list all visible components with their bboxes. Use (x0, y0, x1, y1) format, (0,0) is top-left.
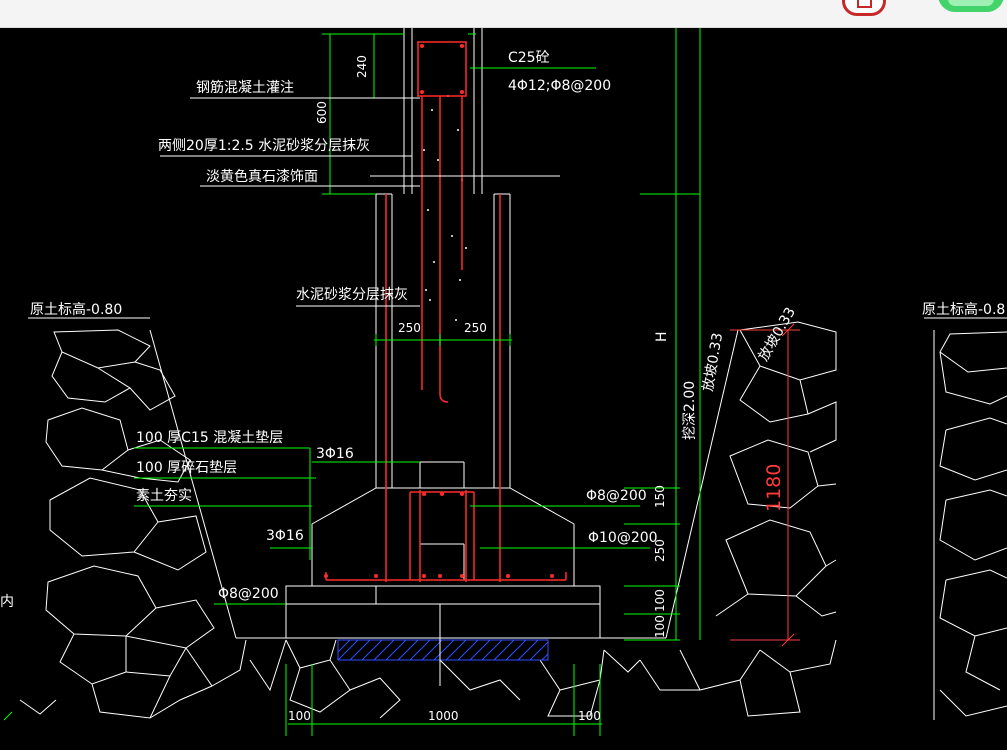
red-circle-app-icon[interactable] (842, 0, 886, 16)
dim-elev-lower: 250 (653, 539, 667, 562)
dim-embed-600: 600 (315, 101, 329, 124)
dim-bottom-left: 100 (288, 709, 311, 723)
dim-depth-big: 1180 (763, 464, 785, 512)
red-circle-app-icon-glyph (857, 0, 872, 8)
concrete-speckle (423, 95, 467, 321)
green-pill-app-icon[interactable] (938, 0, 1004, 12)
label-bars-lower: 3Φ16 (266, 528, 304, 544)
depth-dimension-red (730, 323, 800, 647)
compacted-soil-hatch-lines (337, 639, 549, 661)
label-stirrup-upper: Φ8@200 (586, 488, 647, 504)
dimension-lines-green (3, 28, 701, 736)
slope-line-left (149, 329, 237, 639)
label-edge-text: 内 (0, 594, 14, 610)
dim-slope-text-2: 放坡0.33 (756, 305, 799, 364)
rebar-dots (324, 44, 554, 578)
dim-half-left: 250 (398, 321, 421, 335)
dim-slope-text: 放坡0.33 (700, 332, 726, 393)
dim-cushion-1: 100 (653, 589, 667, 612)
rebar-red (325, 41, 567, 582)
cad-drawing-canvas: 钢筋混凝土灌注 两侧20厚1:2.5 水泥砂浆分层抹灰 淡黄色真石漆饰面 水泥砂… (0, 28, 1007, 736)
label-concrete-grade: C25砼 (508, 50, 550, 66)
label-stone-paint: 淡黄色真石漆饰面 (206, 168, 318, 185)
rock-hatch-far-right (939, 331, 1007, 717)
trench-and-footing (236, 28, 666, 686)
label-bars-upper: 3Φ16 (316, 446, 354, 462)
dim-depth-text: 挖深2.00 (682, 381, 698, 440)
label-rc-pour: 钢筋混凝土灌注 (196, 79, 294, 96)
dim-bottom-center: 1000 (428, 709, 459, 723)
dim-half-right: 250 (464, 321, 487, 335)
green-pill-app-icon-glyph (948, 0, 994, 6)
text-labels: 钢筋混凝土灌注 两侧20厚1:2.5 水泥砂浆分层抹灰 淡黄色真石漆饰面 水泥砂… (0, 50, 1005, 723)
dim-bottom-right: 100 (578, 709, 601, 723)
label-ground-right: 原土标高-0.8 (922, 301, 1005, 318)
top-toolbar (0, 0, 1007, 28)
label-mortar-plaster: 水泥砂浆分层抹灰 (296, 287, 408, 303)
rock-hatch-left (19, 329, 247, 719)
soil-hatch-bottom (249, 639, 641, 719)
dim-top-240: 240 (355, 55, 369, 78)
label-gravel: 100 厚碎石垫层 (136, 460, 237, 476)
dim-elev-upper: 150 (653, 485, 667, 508)
rock-hatch-right (639, 321, 837, 717)
label-soil: 素土夯实 (136, 488, 192, 504)
dim-cushion-2: 100 (653, 615, 667, 638)
label-cushion-c15: 100 厚C15 混凝土垫层 (136, 430, 283, 446)
slope-line-right (665, 329, 739, 639)
leader-lines-white (28, 97, 1007, 319)
label-bottom-mesh: Φ8@200 (218, 586, 279, 602)
label-plaster-layers: 两侧20厚1:2.5 水泥砂浆分层抹灰 (158, 138, 370, 154)
label-stirrup-lower: Φ10@200 (588, 530, 658, 546)
label-rebar-spec: 4Φ12;Φ8@200 (508, 78, 611, 94)
label-ground-left: 原土标高-0.80 (30, 301, 122, 318)
dim-height-label: H (654, 331, 670, 342)
